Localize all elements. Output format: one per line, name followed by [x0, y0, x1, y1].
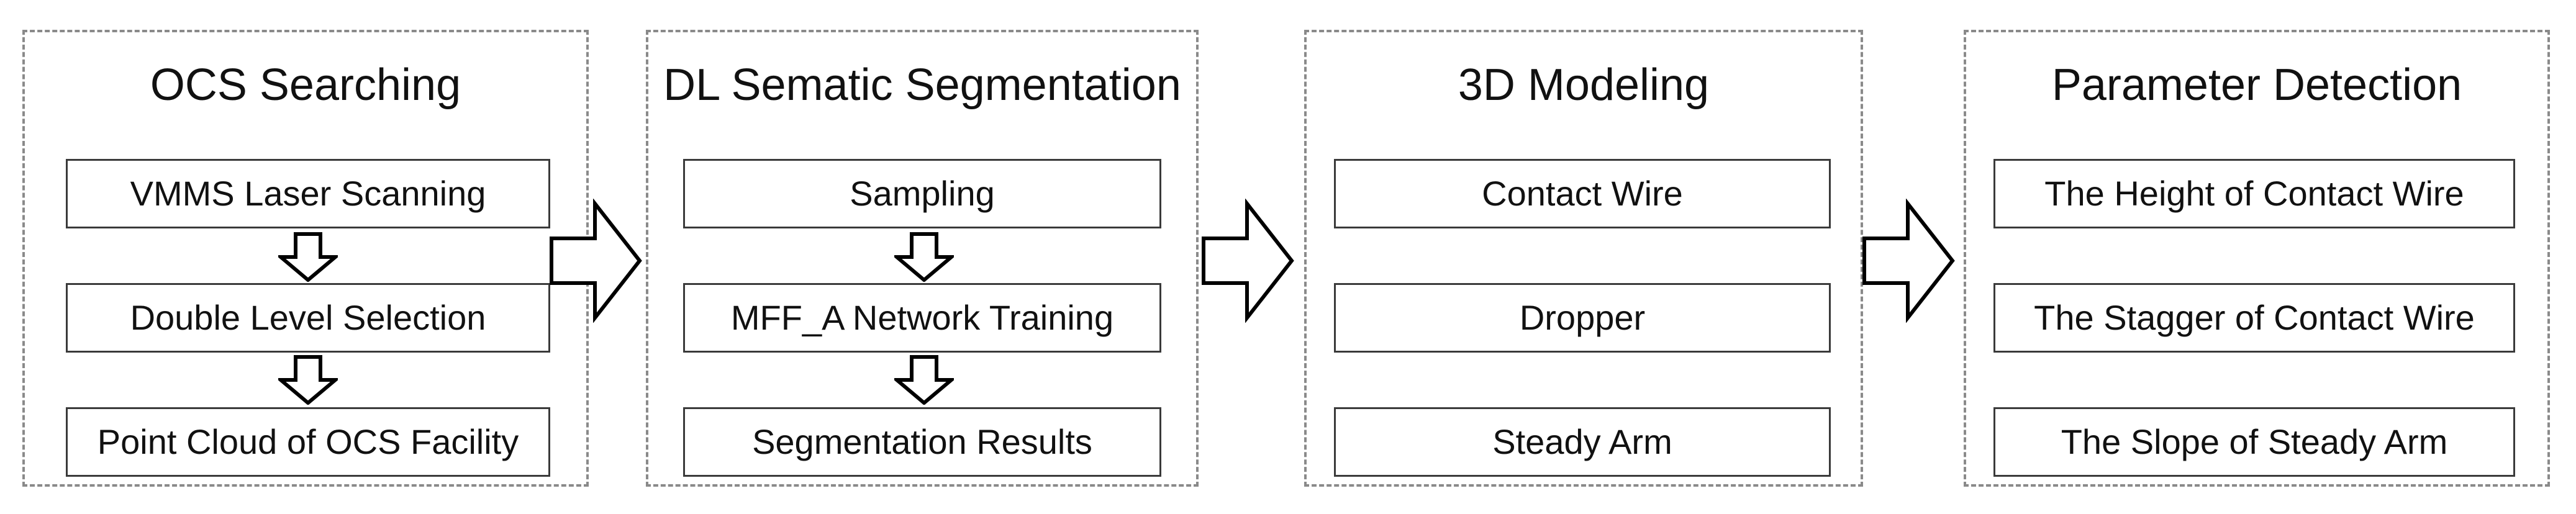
step-box: Dropper — [1334, 283, 1831, 353]
step-box: Contact Wire — [1334, 159, 1831, 228]
step-box: The Height of Contact Wire — [1993, 159, 2515, 228]
panel-dl-semantic-segmentation: DL Sematic Segmentation Sampling MFF_A N… — [646, 30, 1199, 487]
right-arrow-icon — [550, 199, 642, 323]
step-box: VMMS Laser Scanning — [66, 159, 550, 228]
step-box: Steady Arm — [1334, 407, 1831, 477]
panel-ocs-searching: OCS Searching VMMS Laser Scanning Double… — [22, 30, 589, 487]
panel-3d-modeling: 3D Modeling Contact Wire Dropper Steady … — [1304, 30, 1863, 487]
panel-parameter-detection: Parameter Detection The Height of Contac… — [1964, 30, 2550, 487]
panel-title: DL Sematic Segmentation — [663, 60, 1181, 110]
panel-title: Parameter Detection — [2051, 60, 2462, 110]
right-arrow-icon — [1862, 199, 1955, 323]
step-box: Segmentation Results — [683, 407, 1161, 477]
step-box: MFF_A Network Training — [683, 283, 1161, 353]
down-arrow-icon — [278, 355, 338, 405]
panel-title: 3D Modeling — [1458, 60, 1710, 110]
step-box: The Slope of Steady Arm — [1993, 407, 2515, 477]
down-arrow-icon — [894, 355, 954, 405]
step-box: Double Level Selection — [66, 283, 550, 353]
panel-title: OCS Searching — [150, 60, 461, 110]
down-arrow-icon — [278, 232, 338, 282]
step-box: Point Cloud of OCS Facility — [66, 407, 550, 477]
right-arrow-icon — [1202, 199, 1294, 323]
down-arrow-icon — [894, 232, 954, 282]
step-box: Sampling — [683, 159, 1161, 228]
step-box: The Stagger of Contact Wire — [1993, 283, 2515, 353]
